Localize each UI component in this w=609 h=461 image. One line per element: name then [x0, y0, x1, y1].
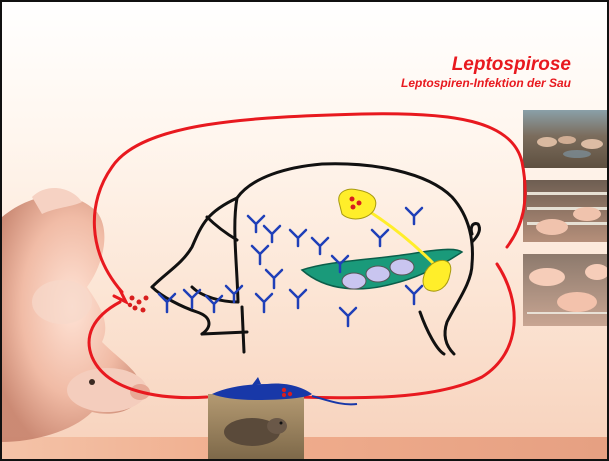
photo-pigs-in-pens [523, 254, 609, 326]
red-cycle-arrow [89, 114, 525, 398]
photo-piglets-left [2, 188, 150, 442]
photo-pigs-outdoor-pasture [523, 110, 609, 168]
photo-rat [208, 394, 304, 460]
leptospira-cluster [128, 296, 149, 313]
photo-sows-in-crates [523, 180, 609, 242]
